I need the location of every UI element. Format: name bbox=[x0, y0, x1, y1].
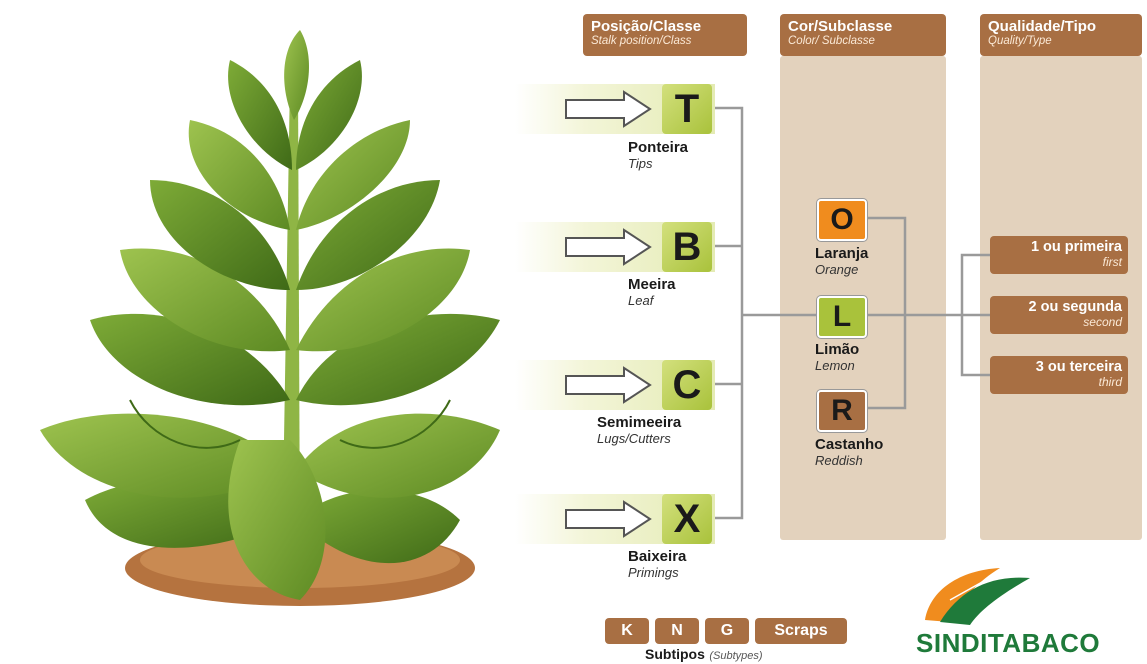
brand-name: SINDITABACO bbox=[916, 628, 1100, 659]
